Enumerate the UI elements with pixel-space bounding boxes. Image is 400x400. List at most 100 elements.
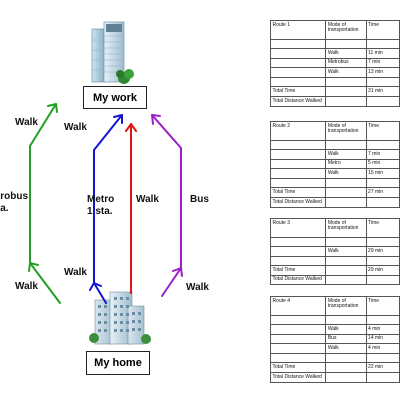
empty-cell: [325, 372, 367, 383]
time-cell: 7 min: [365, 57, 400, 69]
mode-cell: Metro: [325, 158, 367, 170]
time-cell: [365, 139, 400, 151]
route-path-blue: [89, 114, 123, 304]
mode-cell: Bus: [325, 333, 367, 345]
time-cell: [365, 314, 400, 326]
empty-cell: [325, 187, 367, 199]
table-row: [269, 76, 400, 88]
mode-cell: [325, 255, 367, 267]
time-header-cell: Time: [365, 218, 400, 238]
table-row: [269, 177, 400, 189]
row-label-cell: [269, 38, 327, 50]
time-header-cell: Time: [365, 121, 400, 141]
total-distance-value: [365, 274, 400, 286]
mode-cell: Walk: [325, 324, 367, 335]
time-cell: [365, 236, 400, 248]
row-label-cell: [269, 324, 327, 335]
time-cell: [365, 352, 400, 364]
green-metrobus-label: Metrobus 1 sta.: [0, 191, 28, 214]
time-cell: 29 min: [365, 246, 400, 257]
total-distance-row: Total Distance Walked: [269, 197, 400, 208]
route-name-cell: Route 3: [269, 218, 327, 238]
time-cell: 7 min: [365, 149, 400, 160]
time-cell: [365, 177, 400, 189]
mode-header-cell: Mode of transportation: [325, 20, 367, 40]
route-path-green: [28, 103, 61, 304]
mode-cell: Walk: [325, 343, 367, 354]
total-time-label: Total Time: [269, 187, 327, 199]
row-label-cell: [269, 177, 327, 189]
total-time-label: Total Time: [269, 265, 327, 276]
row-label-cell: [269, 48, 327, 59]
total-distance-value: [365, 197, 400, 208]
route-path-red: [125, 123, 137, 294]
mode-cell: [325, 352, 367, 364]
red-walk-label: Walk: [136, 194, 159, 205]
row-label-cell: [269, 76, 327, 88]
empty-cell: [325, 197, 367, 208]
table-row: [269, 139, 400, 151]
blue-lower-walk-label: Walk: [64, 267, 87, 278]
row-label-cell: [269, 236, 327, 248]
total-time-value: 22 min: [365, 362, 400, 374]
time-cell: 11 min: [365, 48, 400, 59]
blue-upper-walk-label: Walk: [64, 122, 87, 133]
row-label-cell: [269, 158, 327, 170]
work-box: My work: [83, 86, 147, 109]
total-time-value: 27 min: [365, 187, 400, 199]
mode-header-cell: Mode of transportation: [325, 121, 367, 141]
mode-header-cell: Mode of transportation: [325, 218, 367, 238]
total-time-row: Total Time 29 min: [269, 265, 400, 276]
table-row: [269, 236, 400, 248]
table-row: [269, 255, 400, 267]
mode-cell: [325, 38, 367, 50]
green-upper-walk-label: Walk: [15, 117, 38, 128]
empty-cell: [325, 96, 367, 107]
home-label: My home: [94, 357, 142, 369]
green-lower-walk-label: Walk: [15, 281, 38, 292]
route-path-purple: [151, 114, 183, 297]
time-cell: 15 min: [365, 168, 400, 179]
home-box: My home: [86, 351, 150, 375]
mode-cell: [325, 314, 367, 326]
total-distance-row: Total Distance Walked: [269, 96, 400, 107]
row-label-cell: [269, 168, 327, 179]
purple-bus-label: Bus: [190, 194, 209, 205]
mode-header-cell: Mode of transportation: [325, 296, 367, 316]
time-cell: [365, 76, 400, 88]
table-row: [269, 314, 400, 326]
home-building-icon: [89, 291, 151, 345]
total-time-row: Total Time 27 min: [269, 187, 400, 199]
mode-cell: Walk: [325, 168, 367, 179]
empty-cell: [325, 274, 367, 286]
route-name-cell: Route 2: [269, 121, 327, 141]
mode-cell: [325, 177, 367, 189]
mode-cell: Walk: [325, 246, 367, 257]
time-cell: 5 min: [365, 158, 400, 170]
row-label-cell: [269, 246, 327, 257]
blue-metro-label: Metro 1 sta.: [87, 194, 115, 217]
row-label-cell: [269, 333, 327, 345]
row-label-cell: [269, 255, 327, 267]
row-label-cell: [269, 314, 327, 326]
total-distance-label: Total Distance Walked: [269, 372, 327, 383]
mode-cell: [325, 76, 367, 88]
time-cell: 13 min: [365, 67, 400, 78]
total-distance-label: Total Distance Walked: [269, 96, 327, 107]
route-name-cell: Route 1: [269, 20, 327, 40]
total-distance-value: [365, 372, 400, 383]
time-header-cell: Time: [365, 296, 400, 316]
mode-cell: [325, 236, 367, 248]
total-time-value: 29 min: [365, 265, 400, 276]
